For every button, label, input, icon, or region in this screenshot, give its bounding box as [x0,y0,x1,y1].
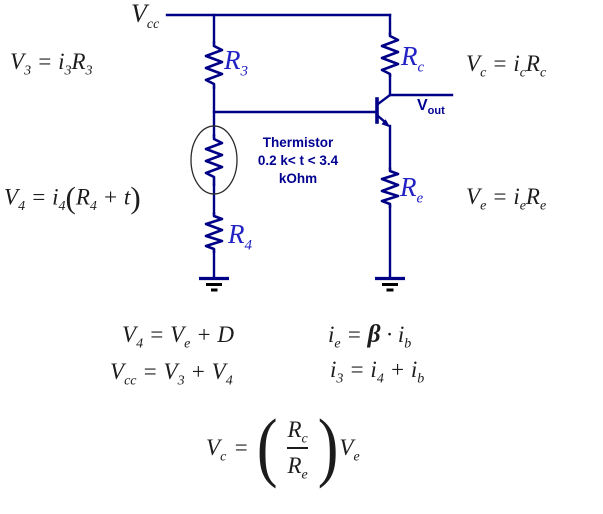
equation-v4: V4 = i4(R4 + t) [4,180,141,215]
r4-label: R4 [228,219,252,254]
transistor-npn [375,93,392,128]
transistor-collector-lead [376,93,392,106]
vout-label: Vout [417,97,445,118]
rc-re-fraction: Rc Re [281,416,313,483]
thermistor-element-symbol [204,133,224,187]
close-paren: ) [317,404,339,490]
thermistor-annotation-line1: Thermistor [262,135,334,150]
equals-sign: = [233,434,249,460]
resistor-rc-symbol [380,31,400,78]
thermistor-annotation-line3: kOhm [278,171,318,186]
vcc-label: Vcc [131,0,159,32]
resistor-re-symbol [380,166,400,209]
thermistor-annotation: Thermistor 0.2 k< t < 3.4 kOhm [234,134,362,188]
equation-v4-ve-d: V4 = Ve + D [122,322,235,352]
vc-ratio-lhs: Vc [206,434,227,465]
emitter-arrowhead [381,119,391,128]
vcc-sub: cc [146,17,160,33]
fraction-numerator: Rc [287,417,308,447]
fraction-denominator: Re [287,452,308,483]
equation-vc-ratio: Vc = ( Rc Re ) Ve [206,408,360,485]
ground-right [375,276,405,292]
thermistor-circle [190,125,238,195]
open-paren: ( [256,404,278,490]
transistor-emitter-lead [376,114,387,124]
fraction-bar [287,446,308,449]
equation-vc: Vc = icRc [466,51,547,81]
circuit-wires [165,13,454,280]
r3-label: R3 [224,45,248,80]
equation-v3: V3 = i3R3 [10,49,93,79]
vcc-base: V [131,0,147,28]
re-label: Re [400,172,424,207]
equation-i3-sum: i3 = i4 + ib [330,357,425,387]
equation-ve: Ve = ieRe [466,184,547,214]
ground-left [199,276,229,292]
vc-ratio-rhs: Ve [339,434,360,465]
rc-label: Rc [401,41,425,76]
thermistor-annotation-line2: 0.2 k< t < 3.4 [257,153,339,168]
resistors [204,31,400,254]
equation-ie-beta: ie = β · ib [328,320,412,352]
resistor-r3-symbol [204,40,224,90]
equation-vcc-sum: Vcc = V3 + V4 [110,359,233,389]
resistor-r4-symbol [204,211,224,254]
